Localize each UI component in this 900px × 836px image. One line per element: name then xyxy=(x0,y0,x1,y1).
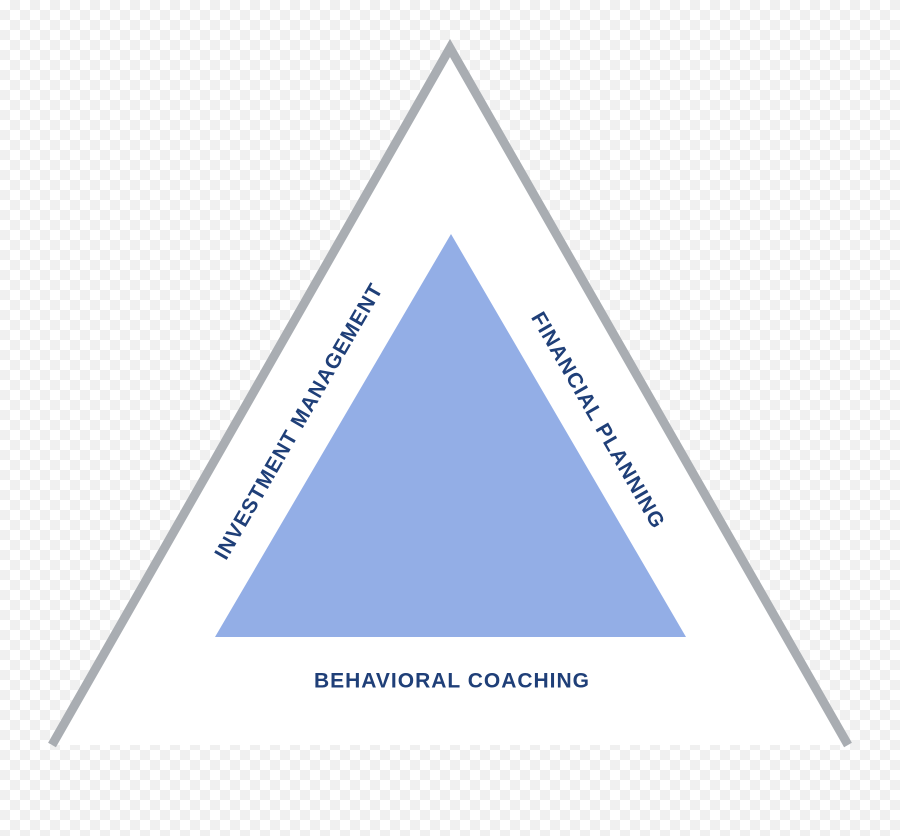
outer-triangle-border xyxy=(48,38,852,748)
inner-triangle xyxy=(215,234,686,637)
label-behavioral-coaching: BEHAVIORAL COACHING xyxy=(314,670,590,693)
